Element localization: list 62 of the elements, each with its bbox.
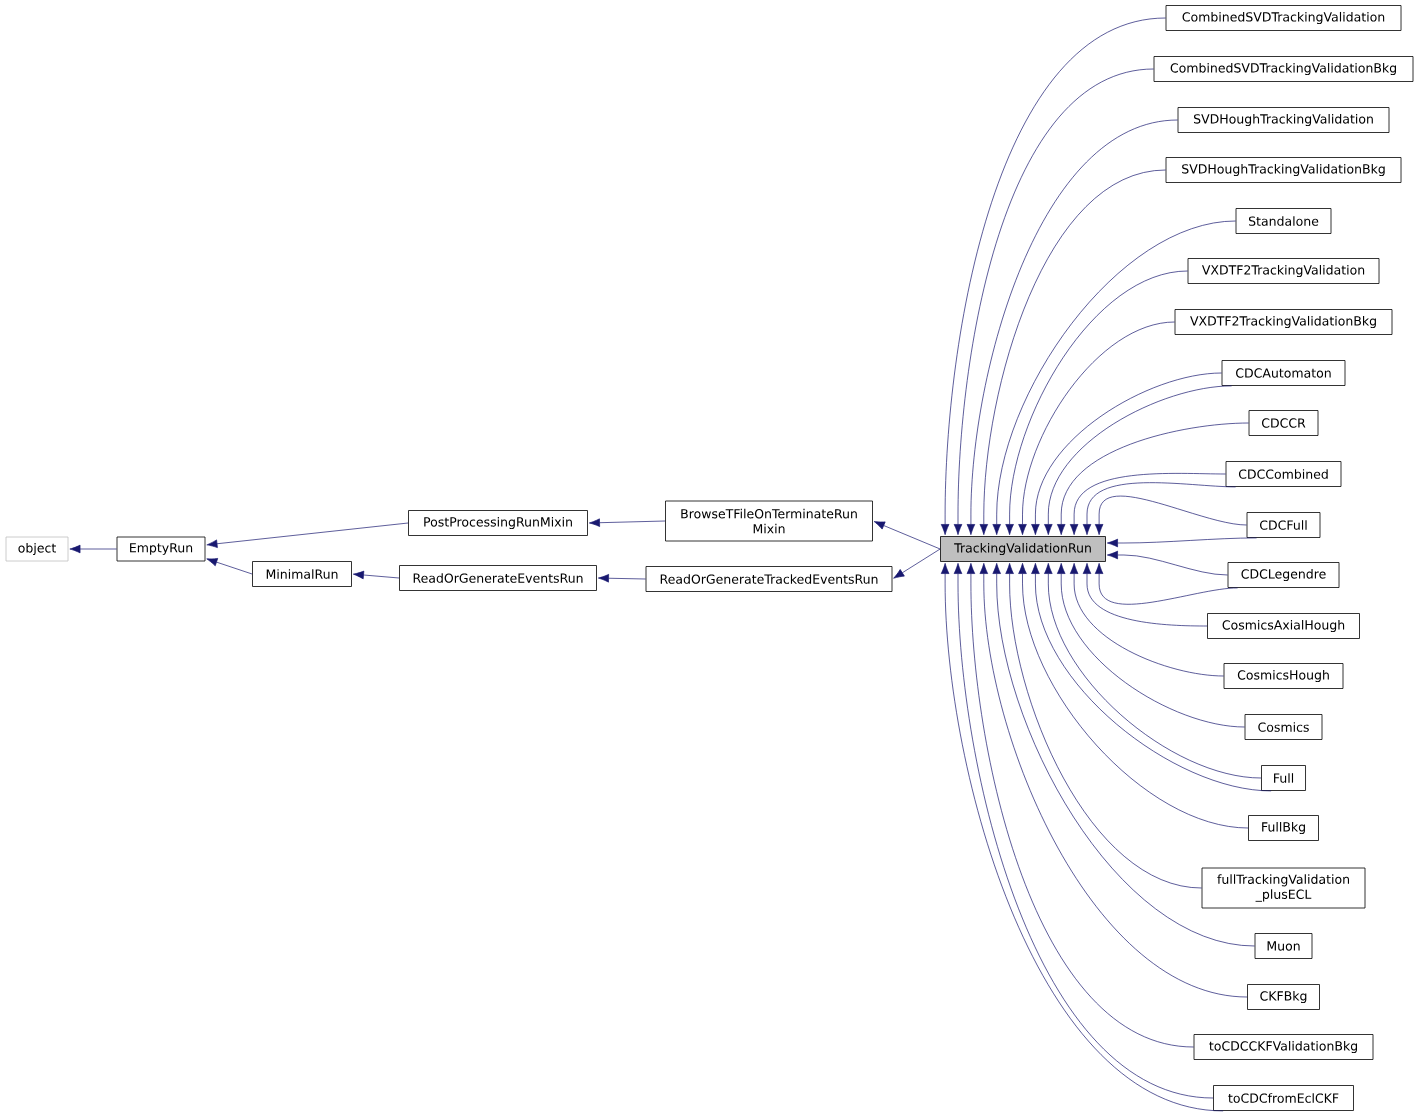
arrow [598, 574, 646, 583]
class-box: PostProcessingRunMixin [408, 510, 588, 536]
class-box: Muon [1254, 933, 1313, 959]
class-box: VXDTF2TrackingValidation [1187, 258, 1380, 284]
arrow [1107, 537, 1257, 548]
arrow [206, 522, 409, 548]
class-box: ReadOrGenerateTrackedEventsRun [645, 566, 893, 592]
class-box: Cosmics [1244, 714, 1323, 740]
arrow [979, 169, 1166, 535]
arrow [1018, 563, 1249, 829]
class-box: MinimalRun [252, 561, 352, 587]
class-box: SVDHoughTrackingValidationBkg [1165, 157, 1402, 183]
class-box: toCDCCKFValidationBkg [1193, 1034, 1374, 1060]
arrow [1069, 473, 1226, 535]
class-box: object [5, 536, 69, 562]
class-box: Standalone [1235, 208, 1332, 234]
class-box: toCDCfromEclCKF [1213, 1085, 1354, 1111]
arrow [873, 521, 941, 550]
arrow [589, 518, 666, 527]
arrow [893, 548, 941, 579]
arrow [1094, 563, 1238, 605]
class-box: ReadOrGenerateEventsRun [399, 565, 597, 591]
arrow [353, 570, 400, 580]
class-box: Full [1261, 765, 1306, 791]
arrow [206, 558, 253, 575]
arrow [992, 220, 1236, 535]
class-box: fullTrackingValidation _plusECL [1201, 867, 1366, 909]
arrow [1082, 482, 1236, 535]
class-box: CDCCR [1248, 410, 1319, 436]
class-box: TrackingValidationRun [940, 536, 1106, 562]
class-box: VXDTF2TrackingValidationBkg [1174, 309, 1393, 335]
arrow [1005, 563, 1202, 889]
arrow [966, 119, 1178, 535]
class-box: CDCFull [1246, 512, 1321, 538]
class-box: CDCCombined [1225, 461, 1342, 487]
arrow [992, 563, 1255, 947]
arrow [69, 544, 117, 554]
class-box: SVDHoughTrackingValidation [1177, 107, 1390, 133]
arrow [979, 563, 1248, 998]
class-box: CDCAutomaton [1221, 360, 1346, 386]
class-box: EmptyRun [116, 536, 206, 562]
arrow [1107, 550, 1228, 576]
arrow [1094, 495, 1247, 535]
arrow [1069, 563, 1224, 677]
class-box: FullBkg [1248, 815, 1319, 841]
arrow [1005, 270, 1188, 535]
class-box: CDCLegendre [1227, 562, 1340, 588]
arrow [1056, 563, 1245, 728]
arrow [1031, 372, 1222, 535]
arrow [1018, 321, 1175, 535]
class-box: CKFBkg [1247, 984, 1320, 1010]
class-box: CombinedSVDTrackingValidation [1165, 5, 1402, 31]
class-box: CosmicsHough [1223, 663, 1344, 689]
class-box: BrowseTFileOnTerminateRun Mixin [665, 500, 873, 542]
arrow [966, 563, 1194, 1048]
class-box: CosmicsAxialHough [1207, 613, 1360, 639]
arrow [1044, 385, 1232, 535]
arrow [940, 17, 1166, 535]
arrow [1082, 563, 1208, 627]
arrow [1056, 422, 1249, 535]
arrow [953, 68, 1154, 535]
class-box: CombinedSVDTrackingValidationBkg [1153, 56, 1414, 82]
